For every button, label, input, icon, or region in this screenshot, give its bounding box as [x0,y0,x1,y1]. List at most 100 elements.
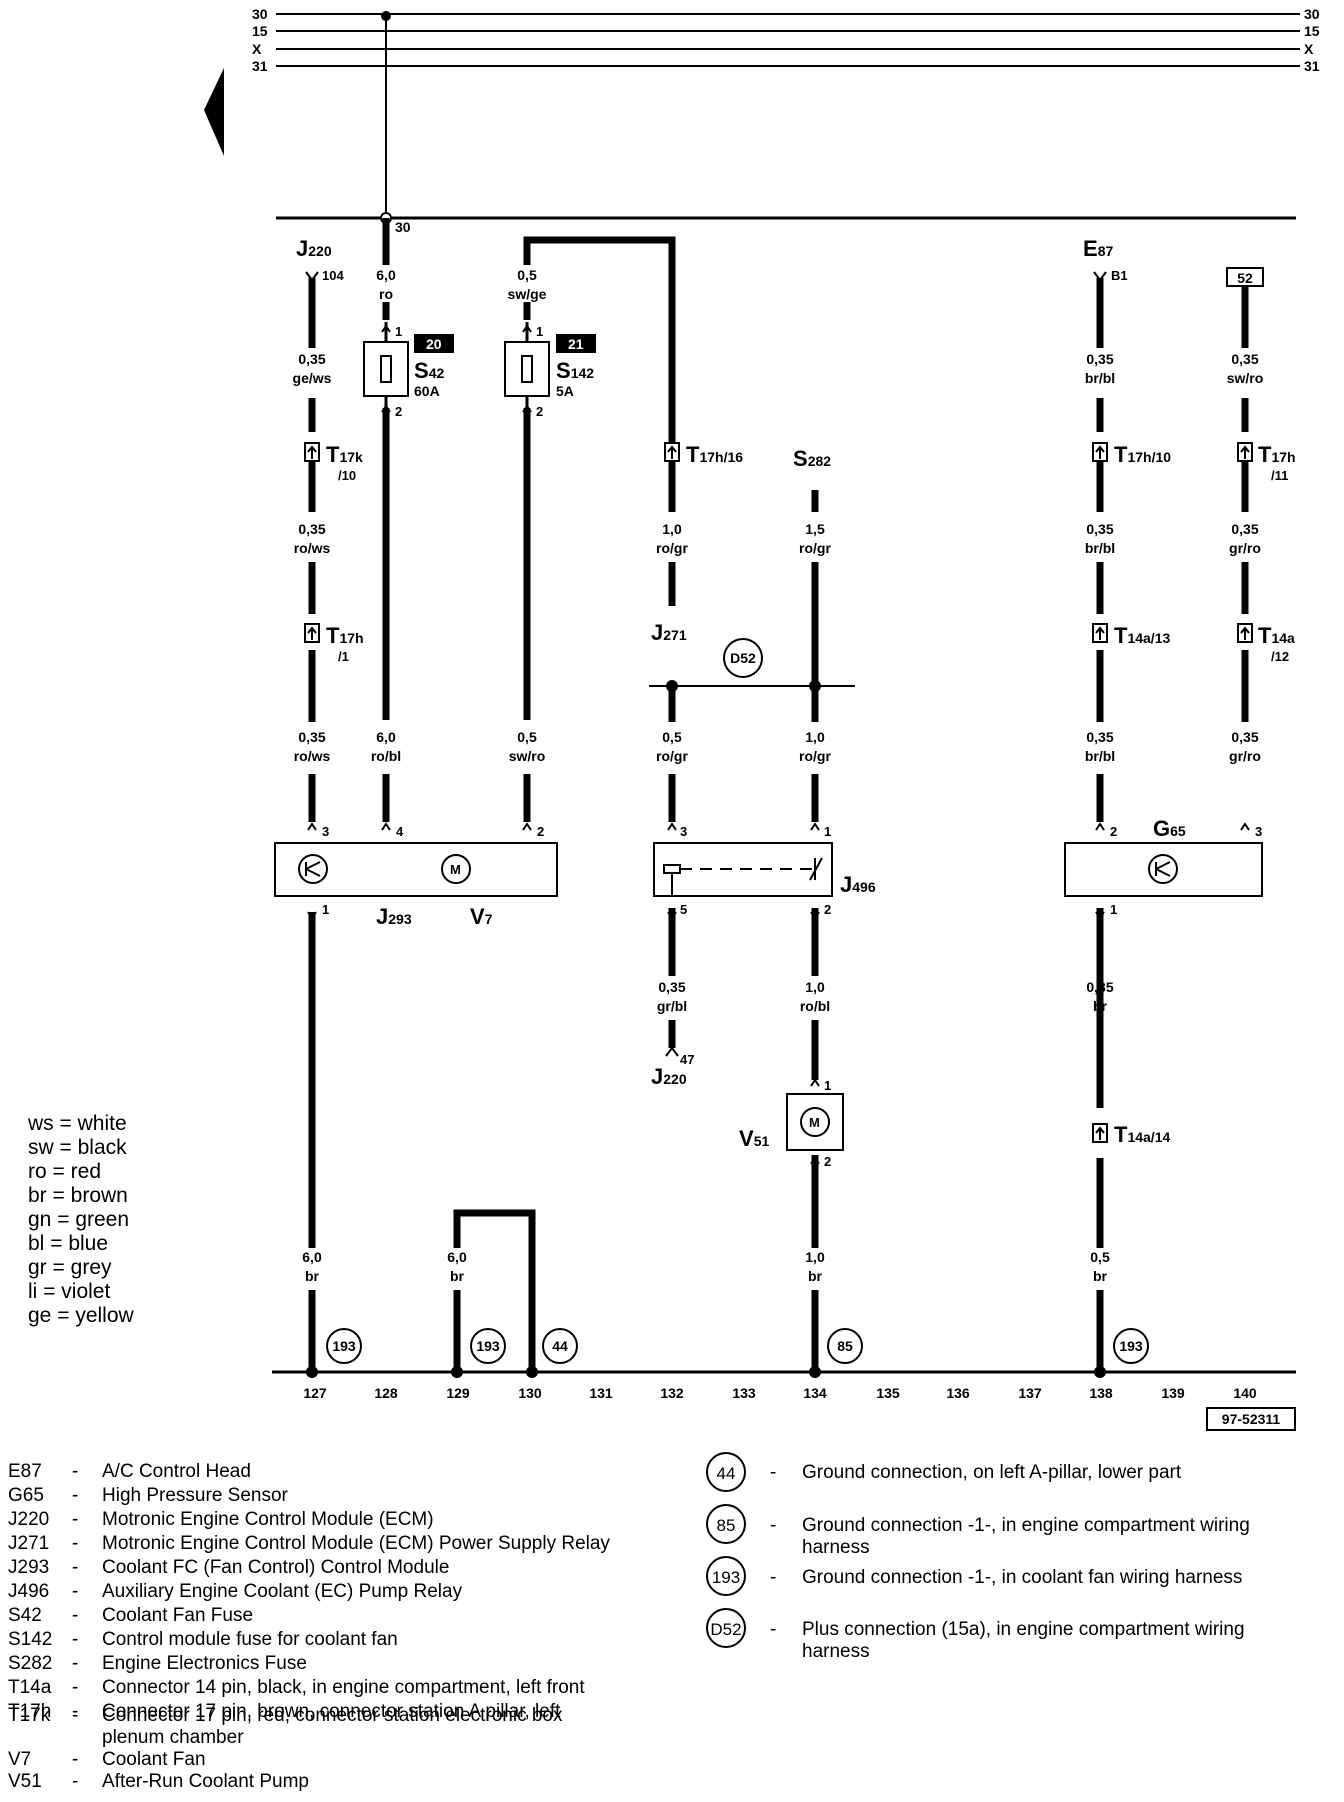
svg-text:137: 137 [1018,1385,1042,1401]
svg-text:ro/gr: ro/gr [799,540,831,556]
t14a-12-pin: /12 [1271,649,1289,664]
svg-text:ro/gr: ro/gr [656,748,688,764]
ground-point-127: 193 [326,1328,362,1364]
svg-text:0,5: 0,5 [662,729,682,745]
s142-tag: 21 [568,336,584,352]
svg-text:193: 193 [1119,1338,1143,1354]
j496-pin-5: 5 [680,902,687,917]
component-legend-row: T17k-Connector 17 pin, red, connector st… [8,1705,563,1726]
svg-text:ro/ws: ro/ws [294,748,331,764]
svg-text:br: br [305,1268,320,1284]
legend-row: ro = red [28,1160,101,1183]
pin-arrow-icon [305,271,319,282]
j293-label: J293 [376,904,412,929]
j220-bottom-pin: 47 [680,1052,694,1067]
v51-pin-2: 2 [824,1154,831,1169]
ground-point-138: 193 [1113,1328,1149,1364]
svg-text:br/bl: br/bl [1085,748,1115,764]
ground-85-icon: 85 [706,1504,746,1544]
svg-text:1,0: 1,0 [805,729,825,745]
bus-label-30-left: 30 [252,6,268,22]
diagram-number-box [1206,1407,1296,1431]
component-legend-row: J220-Motronic Engine Control Module (ECM… [8,1509,434,1530]
bus-label-15-right: 15 [1304,23,1320,39]
svg-text:0,35: 0,35 [1231,521,1258,537]
motor-icon: M [441,854,471,884]
component-legend-row: S42-Coolant Fan Fuse [8,1605,254,1626]
g65-label: G65 [1153,816,1186,841]
e87-label: E87 [1083,236,1113,261]
legend-row: li = violet [28,1280,111,1303]
d52-label: D52 [730,650,756,666]
svg-text:br: br [1093,998,1108,1014]
svg-text:gr/ro: gr/ro [1229,540,1261,556]
t17h-1-pin: /1 [338,649,349,664]
component-legend: E87-A/C Control Head G65-High Pressure S… [8,1460,708,1800]
svg-text:0,35: 0,35 [1086,351,1113,367]
svg-text:br/bl: br/bl [1085,370,1115,386]
svg-text:1,5: 1,5 [805,521,825,537]
s42-pin-out: 2 [395,404,402,419]
j293-pin-3: 3 [322,824,329,839]
svg-text:M: M [809,1115,820,1130]
node-30-label: 30 [395,219,411,235]
track-numbers: 127 128 129 130 131 132 133 134 135 136 … [303,1385,1257,1401]
t14a-14-label: T14a/14 [1114,1122,1170,1147]
svg-text:br: br [808,1268,823,1284]
s42-tag: 20 [426,336,442,352]
svg-text:127: 127 [303,1385,327,1401]
svg-text:134: 134 [803,1385,827,1401]
wire-color-legend: ws = white sw = black ro = red br = brow… [28,1112,134,1328]
svg-text:1,0: 1,0 [662,521,682,537]
bus-label-x-left: X [252,41,262,57]
s142-label: S142 [556,358,594,383]
legend-row: br = brown [28,1184,128,1207]
t17h-11-label: T17h [1258,442,1296,467]
pressure-sensor-icon [1148,854,1178,884]
relay-icon [663,857,823,896]
svg-text:sw/ro: sw/ro [1227,370,1264,386]
bus-label-30-right: 30 [1304,6,1320,22]
svg-text:0,35: 0,35 [298,521,325,537]
j496-pin-3: 3 [680,824,687,839]
svg-text:ge/ws: ge/ws [293,370,332,386]
legend-row: ge = yellow [28,1304,134,1327]
component-legend-last [8,1794,708,1798]
component-legend-row: plenum chamber [102,1727,244,1748]
svg-text:6,0: 6,0 [376,729,396,745]
svg-text:128: 128 [374,1385,398,1401]
component-legend-row: J293-Coolant FC (Fan Control) Control Mo… [8,1557,450,1578]
legend-row: bl = blue [28,1232,109,1255]
j220-top-label: J220 [296,236,332,261]
svg-text:M: M [450,862,461,877]
ground-point-130: 44 [542,1328,578,1364]
j293-v7-module [274,842,558,897]
svg-text:0,35: 0,35 [298,729,325,745]
g65-pin-1: 1 [1110,902,1117,917]
t17k-10-label: T17k [326,442,363,467]
svg-text:6,0: 6,0 [302,1249,322,1265]
ground-point-129: 193 [470,1328,506,1364]
t17k-10-pin: /10 [338,468,356,483]
s42-rating: 60A [414,383,440,399]
t14a-13-label: T14a/13 [1114,623,1170,648]
bus-label-31-right: 31 [1304,58,1320,74]
svg-text:0,35: 0,35 [1231,729,1258,745]
t17h-11-pin: /11 [1271,468,1288,483]
j496-label: J496 [840,872,876,897]
svg-text:0,35: 0,35 [298,351,325,367]
wire-harness [308,218,1249,1372]
t17h-1-label: T17h [326,623,364,648]
svg-text:136: 136 [946,1385,970,1401]
v51-pump [786,1093,844,1151]
svg-text:br: br [450,1268,465,1284]
svg-text:132: 132 [660,1385,684,1401]
s142-pin-in: 1 [536,324,543,339]
svg-text:1,0: 1,0 [805,979,825,995]
legend-row: ws = white [28,1112,127,1135]
component-legend-row: G65-High Pressure Sensor [8,1485,288,1506]
v7-label: V7 [470,904,493,929]
svg-text:ro/gr: ro/gr [656,540,688,556]
svg-text:85: 85 [837,1338,853,1354]
plus-d52-icon: D52 [706,1608,746,1648]
